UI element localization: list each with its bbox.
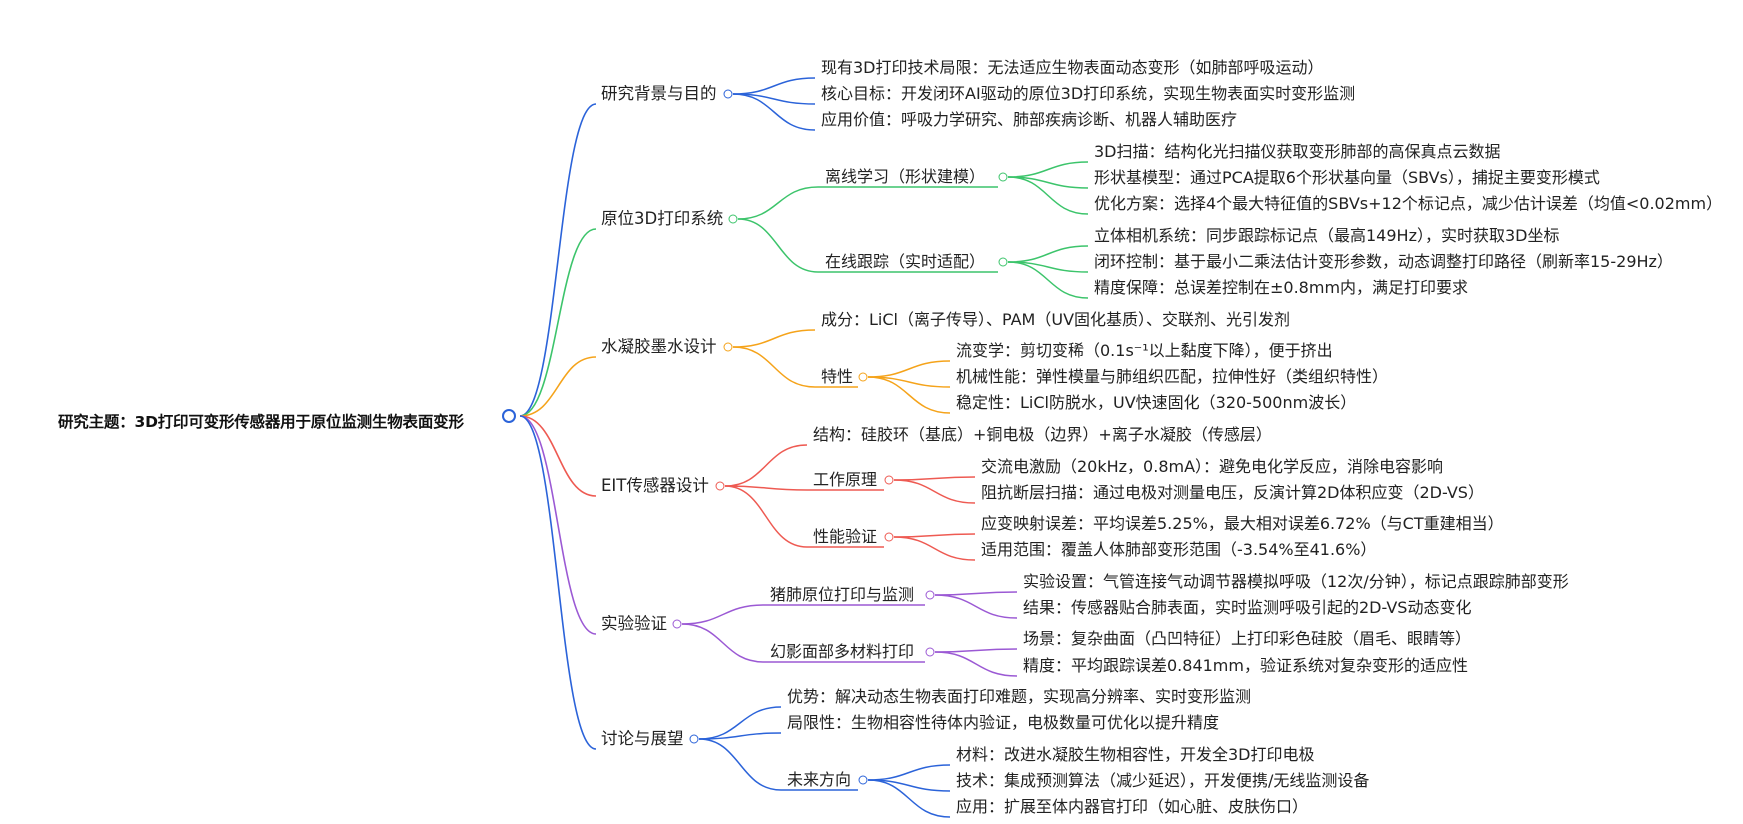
collapse-dot-exp[interactable] (672, 619, 682, 629)
branch-system[interactable]: 原位3D打印系统 (601, 209, 724, 228)
sys-online[interactable]: 在线跟踪（实时适配） (825, 252, 986, 271)
exp-face-scene[interactable]: 场景：复杂曲面（凸凹特征）上打印彩色硅胶（眉毛、眼睛等） (1023, 629, 1472, 648)
link-root-dis (519, 415, 597, 750)
link-ink-1-2 (867, 376, 951, 414)
eit-verify-range[interactable]: 适用范围：覆盖人体肺部变形范围（-3.54%至41.6%） (981, 540, 1377, 559)
ink-mechanics[interactable]: 机械性能：弹性模量与肺组织匹配，拉伸性好（类组织特性） (956, 367, 1389, 386)
dis-future[interactable]: 未来方向 (787, 770, 852, 789)
link-exp-0-1 (934, 594, 1018, 619)
link-exp-1-1 (934, 651, 1018, 677)
branch-background[interactable]: 研究背景与目的 (601, 84, 717, 103)
link-dis-2-2 (867, 779, 951, 818)
link-dis-2-0 (867, 764, 951, 781)
collapse-dot-eit-2[interactable] (884, 532, 894, 542)
link-exp-1-0 (934, 648, 1018, 653)
exp-pig-setup[interactable]: 实验设置：气管连接气动调节器模拟呼吸（12次/分钟），标记点跟踪肺部变形 (1023, 572, 1569, 591)
bg-value[interactable]: 应用价值：呼吸力学研究、肺部疾病诊断、机器人辅助医疗 (821, 110, 1238, 129)
sys-offline[interactable]: 离线学习（形状建模） (825, 167, 986, 186)
eit-verify[interactable]: 性能验证 (813, 527, 878, 546)
link-eit-2-1 (893, 536, 976, 561)
link-root-bg (519, 103, 597, 417)
eit-principle-tomography[interactable]: 阻抗断层扫描：通过电极对测量电压，反演计算2D体积应变（2D-VS） (981, 483, 1484, 502)
branch-discussion[interactable]: 讨论与展望 (601, 729, 684, 748)
collapse-dot-ink-1[interactable] (858, 372, 868, 382)
link-root-sys (519, 228, 597, 417)
link-dis-1 (698, 732, 782, 740)
ink-rheology[interactable]: 流变学：剪切变稀（0.1s⁻¹以上黏度下降），便于挤出 (956, 341, 1333, 360)
collapse-dot-sys-0[interactable] (998, 172, 1008, 182)
dis-advantage[interactable]: 优势：解决动态生物表面打印难题，实现高分辨率、实时变形监测 (787, 687, 1252, 706)
link-exp-0-0 (934, 591, 1018, 596)
link-sys-1-0 (1007, 245, 1089, 263)
link-sys-0-2 (1007, 176, 1089, 215)
exp-face-accuracy[interactable]: 精度：平均跟踪误差0.841mm，验证系统对复杂变形的适应性 (1023, 656, 1468, 675)
link-ink-1 (732, 346, 816, 388)
link-sys-0-0 (1007, 161, 1089, 178)
sys-offline-scan[interactable]: 3D扫描：结构化光扫描仪获取变形肺部的高保真点云数据 (1094, 142, 1501, 161)
collapse-dot-root[interactable] (502, 409, 516, 423)
collapse-dot-dis-2[interactable] (858, 775, 868, 785)
link-sys-0 (737, 186, 819, 220)
sys-online-camera[interactable]: 立体相机系统：同步跟踪标记点（最高149Hz），实时获取3D坐标 (1094, 226, 1560, 245)
dis-future-material[interactable]: 材料：改进水凝胶生物相容性，开发全3D打印电极 (956, 745, 1315, 764)
link-sys-1 (737, 218, 819, 273)
link-ink-1-0 (867, 360, 951, 378)
collapse-dot-eit[interactable] (715, 481, 725, 491)
ink-properties[interactable]: 特性 (821, 367, 854, 386)
link-eit-1 (724, 485, 808, 491)
eit-principle[interactable]: 工作原理 (813, 470, 878, 489)
collapse-dot-eit-1[interactable] (884, 475, 894, 485)
exp-pig[interactable]: 猪肺原位打印与监测 (770, 585, 915, 604)
dis-future-tech[interactable]: 技术：集成预测算法（减少延迟），开发便携/无线监测设备 (956, 771, 1370, 790)
collapse-dot-ink[interactable] (723, 342, 733, 352)
collapse-dot-dis[interactable] (689, 734, 699, 744)
link-eit-1-1 (893, 479, 976, 504)
link-eit-0 (724, 444, 808, 487)
collapse-dot-sys[interactable] (728, 214, 738, 224)
sys-online-accuracy[interactable]: 精度保障：总误差控制在±0.8mm内，满足打印要求 (1094, 278, 1469, 297)
bg-limitation[interactable]: 现有3D打印技术局限：无法适应生物表面动态变形（如肺部呼吸运动） (821, 58, 1324, 77)
sys-offline-model[interactable]: 形状基模型：通过PCA提取6个形状基向量（SBVs），捕捉主要变形模式 (1094, 168, 1600, 187)
link-sys-1-2 (1007, 261, 1089, 299)
link-root-ink (519, 356, 597, 417)
exp-pig-result[interactable]: 结果：传感器贴合肺表面，实时监测呼吸引起的2D-VS动态变化 (1023, 598, 1472, 617)
dis-future-app[interactable]: 应用：扩展至体内器官打印（如心脏、皮肤伤口） (956, 797, 1309, 816)
dis-limitation[interactable]: 局限性：生物相容性待体内验证，电极数量可优化以提升精度 (787, 713, 1220, 732)
link-eit-1-0 (893, 476, 976, 481)
link-dis-0 (698, 706, 782, 740)
sys-online-control[interactable]: 闭环控制：基于最小二乘法估计变形参数，动态调整打印路径（刷新率15-29Hz） (1094, 252, 1673, 271)
branch-ink[interactable]: 水凝胶墨水设计 (601, 337, 717, 356)
root-topic[interactable]: 研究主题：3D打印可变形传感器用于原位监测生物表面变形 (58, 413, 464, 431)
exp-face[interactable]: 幻影面部多材料打印 (770, 642, 915, 661)
link-bg-2 (732, 93, 816, 131)
link-bg-0 (732, 77, 816, 95)
link-eit-2-0 (893, 533, 976, 538)
link-dis-2 (698, 738, 782, 791)
ink-composition[interactable]: 成分：LiCl（离子传导）、PAM（UV固化基质）、交联剂、光引发剂 (821, 310, 1291, 329)
branch-eit[interactable]: EIT传感器设计 (601, 476, 709, 495)
branch-experiment[interactable]: 实验验证 (601, 614, 667, 633)
collapse-dot-exp-0[interactable] (925, 590, 935, 600)
link-exp-1 (681, 623, 765, 663)
collapse-dot-bg[interactable] (723, 89, 733, 99)
link-eit-2 (724, 485, 808, 548)
eit-principle-excitation[interactable]: 交流电激励（20kHz，0.8mA）：避免电化学反应，消除电容影响 (981, 457, 1444, 476)
link-exp-0 (681, 604, 765, 625)
collapse-dot-sys-1[interactable] (998, 257, 1008, 267)
collapse-dot-exp-1[interactable] (925, 647, 935, 657)
link-root-eit (519, 415, 597, 497)
link-root-exp (519, 415, 597, 635)
bg-goal[interactable]: 核心目标：开发闭环AI驱动的原位3D打印系统，实现生物表面实时变形监测 (821, 84, 1356, 103)
link-ink-0 (732, 329, 816, 348)
eit-verify-error[interactable]: 应变映射误差：平均误差5.25%，最大相对误差6.72%（与CT重建相当） (981, 514, 1504, 533)
sys-offline-optimize[interactable]: 优化方案：选择4个最大特征值的SBVs+12个标记点，减少估计误差（均值<0.0… (1094, 194, 1723, 213)
eit-structure[interactable]: 结构：硅胶环（基底）+铜电极（边界）+离子水凝胶（传感层） (813, 425, 1272, 444)
ink-stability[interactable]: 稳定性：LiCl防脱水，UV快速固化（320-500nm波长） (956, 393, 1357, 412)
